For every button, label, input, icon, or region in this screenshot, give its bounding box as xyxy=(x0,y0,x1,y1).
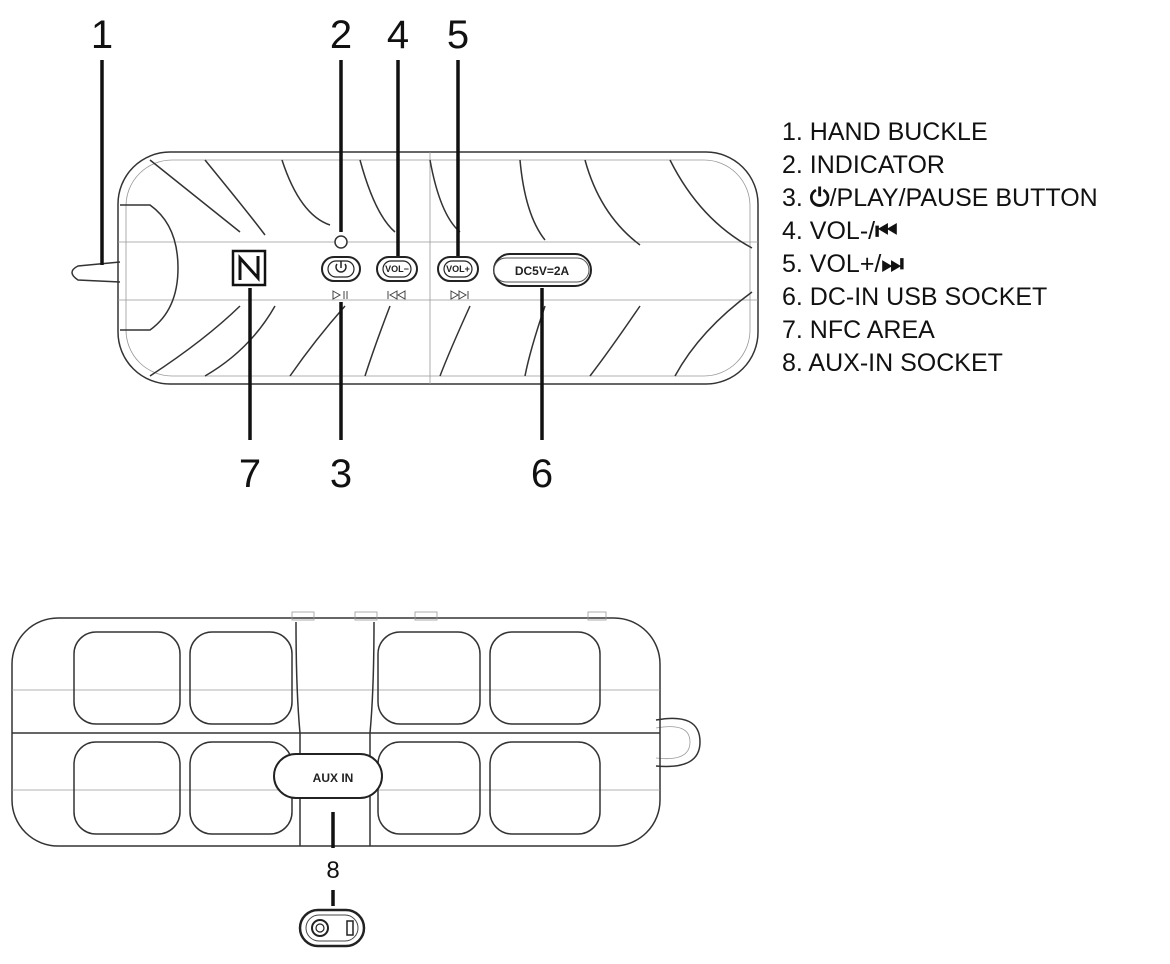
callout-4: 4 xyxy=(387,13,409,57)
legend-item-2: 2. INDICATOR xyxy=(782,149,1098,182)
callout-1: 1 xyxy=(91,13,113,57)
vol-minus-label: VOL− xyxy=(385,264,409,274)
speaker-body-side xyxy=(11,617,661,847)
legend-prefix: 3. xyxy=(782,184,810,212)
aux-in-socket[interactable]: AUX IN xyxy=(273,753,383,799)
next-track-icon: ⏭ xyxy=(881,250,904,278)
legend-item-3: 3. ⏻/PLAY/PAUSE BUTTON xyxy=(782,182,1098,215)
legend-prefix: 5. VOL+/ xyxy=(782,250,882,278)
legend-item-7: 7. NFC AREA xyxy=(782,314,1098,347)
vol-plus-button[interactable]: VOL+ xyxy=(437,256,479,282)
nfc-area xyxy=(231,249,267,287)
prev-track-icon xyxy=(387,290,406,300)
callout-8: 8 xyxy=(326,857,339,884)
callout-2: 2 xyxy=(330,13,352,57)
callout-7: 7 xyxy=(239,452,261,496)
speaker-side-view: AUX IN 8 xyxy=(11,611,701,948)
legend-text: 1. HAND BUCKLE xyxy=(782,118,988,146)
callout-6: 6 xyxy=(531,452,553,496)
vol-minus-button[interactable]: VOL− xyxy=(376,256,418,282)
legend-list: 1. HAND BUCKLE 2. INDICATOR 3. ⏻/PLAY/PA… xyxy=(782,116,1098,380)
vol-plus-label: VOL+ xyxy=(446,264,470,274)
legend-prefix: 4. VOL-/ xyxy=(782,217,876,245)
power-icon xyxy=(335,261,347,273)
legend-item-5: 5. VOL+/⏭ xyxy=(782,248,1098,281)
legend-text: 2. INDICATOR xyxy=(782,151,945,179)
callout-3: 3 xyxy=(330,452,352,496)
prev-track-icon: ⏮ xyxy=(875,217,898,245)
legend-text: /PLAY/PAUSE BUTTON xyxy=(829,184,1098,212)
dc-in-usb-socket[interactable]: DC5V=2A xyxy=(493,253,592,287)
aux-jack-detail xyxy=(298,908,366,948)
speaker-top-view: VOL− VOL+ DC5V=2A xyxy=(71,13,759,496)
power-play-pause-button[interactable] xyxy=(321,256,361,282)
callout-5: 5 xyxy=(447,13,469,57)
legend-text: 8. AUX-IN SOCKET xyxy=(782,349,1003,377)
hand-buckle xyxy=(71,261,121,283)
legend-item-1: 1. HAND BUCKLE xyxy=(782,116,1098,149)
legend-item-4: 4. VOL-/⏮ xyxy=(782,215,1098,248)
legend-text: 6. DC-IN USB SOCKET xyxy=(782,283,1048,311)
play-pause-icon xyxy=(332,290,348,300)
next-track-icon xyxy=(450,290,469,300)
dc-in-label: DC5V=2A xyxy=(515,264,570,278)
aux-in-label: AUX IN xyxy=(313,771,354,785)
speaker-body-top xyxy=(117,151,759,385)
legend-item-6: 6. DC-IN USB SOCKET xyxy=(782,281,1098,314)
indicator-light xyxy=(334,235,348,249)
power-icon: ⏻ xyxy=(809,184,830,212)
legend-item-8: 8. AUX-IN SOCKET xyxy=(782,347,1098,380)
legend-text: 7. NFC AREA xyxy=(782,316,935,344)
